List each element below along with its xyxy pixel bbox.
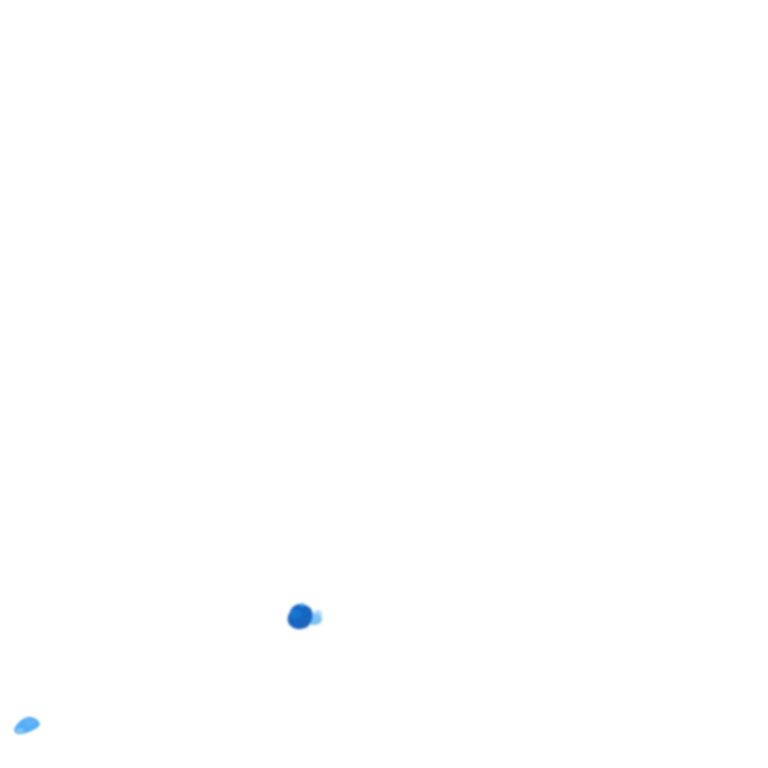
ink-blot-small-shape — [14, 716, 40, 735]
ink-blot-main-shape — [287, 603, 322, 630]
ink-blot-main — [276, 594, 330, 640]
ink-blot-small — [6, 706, 48, 740]
